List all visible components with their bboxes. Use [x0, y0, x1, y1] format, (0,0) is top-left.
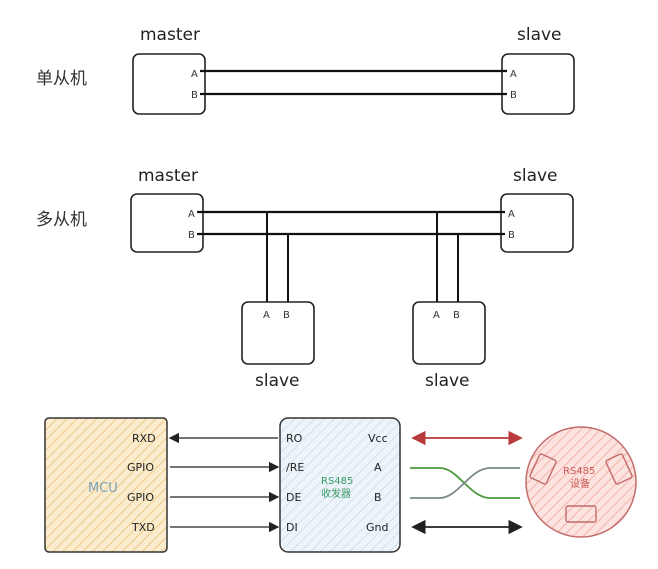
mcu-pin-rxd: RXD [132, 432, 156, 445]
multi-slave-box [500, 193, 574, 253]
single-master-title: master [140, 25, 200, 45]
mcu-pin-txd: TXD [131, 521, 155, 534]
mcu-pin-gpio2: GPIO [127, 491, 154, 504]
mcu-block [44, 417, 168, 553]
transceiver-pin-b: B [374, 491, 382, 504]
transceiver-pin-a: A [374, 461, 382, 474]
multi-slave-row-label: 多从机 [36, 210, 87, 230]
single-master-box [132, 53, 206, 115]
bottom-slave2-title: slave [425, 371, 470, 391]
multi-slave-title: slave [513, 166, 558, 186]
multi-master-title: master [138, 166, 198, 186]
bottom-slave1-pin-a: A [263, 310, 270, 321]
device-port-bottom [565, 505, 597, 523]
mcu-pin-gpio1: GPIO [127, 461, 154, 474]
single-master-pin-b: B [191, 90, 198, 101]
circuit-section: MCU RXD GPIO GPIO TXD RS485 收发器 RO /RE D… [44, 417, 637, 553]
device-port-right [605, 453, 633, 485]
transceiver-pin-di: DI [286, 521, 298, 534]
single-slave-section: 单从机 master A B slave A B [36, 25, 575, 115]
transceiver-label-line1: RS485 [321, 476, 353, 487]
transceiver-pin-de: DE [286, 491, 301, 504]
transceiver-pin-ro: RO [286, 432, 303, 445]
single-slave-box [501, 53, 575, 115]
single-slave-pin-a: A [510, 69, 517, 80]
multi-master-pin-a: A [188, 209, 195, 220]
single-slave-pin-b: B [510, 90, 517, 101]
single-master-pin-a: A [191, 69, 198, 80]
bottom-slave2-box [412, 301, 486, 365]
transceiver-pin-gnd: Gnd [366, 521, 388, 534]
multi-slave-pin-b: B [508, 230, 515, 241]
multi-master-pin-b: B [188, 230, 195, 241]
transceiver-block [279, 417, 401, 553]
multi-slave-section: 多从机 master A B slave A B A B slave A B s… [36, 166, 574, 391]
bus-b-twisted-line [410, 467, 520, 499]
transceiver-pin-re: /RE [286, 461, 304, 474]
bottom-slave1-pin-b: B [283, 310, 290, 321]
transceiver-label-line2: 收发器 [321, 487, 351, 500]
bottom-slave2-pin-b: B [453, 310, 460, 321]
device-label-line2: 设备 [570, 477, 590, 490]
device-label-line1: RS485 [563, 466, 595, 477]
rs485-device-circle [525, 426, 637, 538]
transceiver-pin-vcc: Vcc [368, 432, 388, 445]
bottom-slave1-title: slave [255, 371, 300, 391]
bottom-slave2-pin-a: A [433, 310, 440, 321]
device-port-left [529, 453, 557, 485]
single-slave-row-label: 单从机 [36, 69, 87, 89]
multi-master-box [130, 193, 204, 253]
single-slave-title: slave [517, 25, 562, 45]
multi-slave-pin-a: A [508, 209, 515, 220]
bottom-slave1-box [241, 301, 315, 365]
mcu-label: MCU [88, 481, 118, 496]
